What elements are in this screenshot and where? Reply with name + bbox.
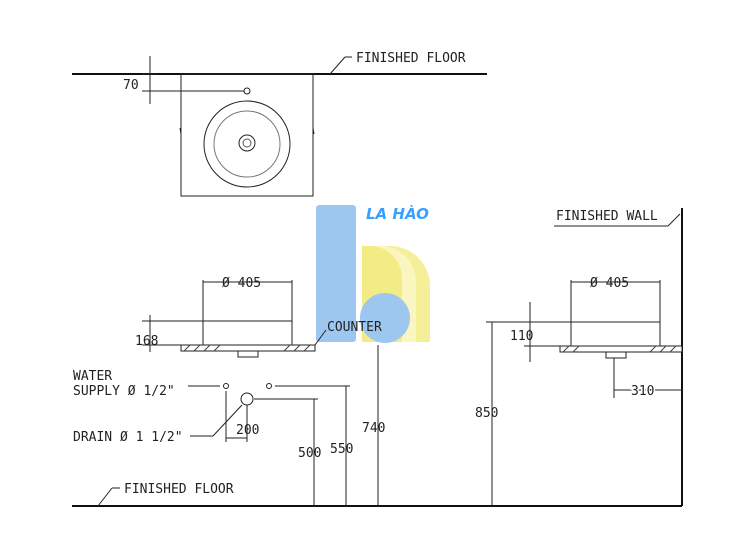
dim-405-side: Ø 405 [590, 276, 629, 291]
plan-view: FINISHED FLOOR 70 [72, 51, 487, 197]
basin-front-body [202, 320, 293, 346]
dim-740: 740 [362, 421, 385, 436]
tap-hole [243, 87, 251, 95]
drain-label: DRAIN Ø 1 1/2" [73, 430, 183, 445]
leader-finished-floor-top [329, 56, 346, 75]
dim-310: 310 [631, 384, 654, 399]
logo-bar-shape [316, 205, 356, 342]
counter-label: COUNTER [327, 320, 382, 335]
supply-point-left [223, 383, 229, 389]
side-elevation: FINISHED WALL Ø 405 110 310 850 [475, 208, 683, 506]
logo-text: LA HÀO [366, 204, 429, 223]
basin-drain-inner [242, 138, 252, 148]
bottom-floor: FINISHED FLOOR [72, 482, 682, 507]
front-elevation: Ø 405 168 COUNTER 200 WATER SUPPLY Ø 1/2… [73, 276, 385, 506]
finished-floor-top-label: FINISHED FLOOR [356, 51, 466, 66]
finished-wall-label: FINISHED WALL [556, 209, 658, 224]
dim-405-front: Ø 405 [222, 276, 261, 291]
dim-500: 500 [298, 446, 321, 461]
basin-outer-rim [203, 100, 291, 188]
dim-70: 70 [123, 78, 139, 93]
drain-outlet-side [605, 351, 627, 359]
drain-outlet-front [237, 350, 259, 358]
leader-counter [314, 329, 327, 346]
leader-finished-floor-bottom [97, 487, 113, 507]
water-supply-label-line2: SUPPLY Ø 1/2" [73, 384, 175, 399]
basin-drain-outer [238, 134, 256, 152]
water-supply-label-line1: WATER [73, 369, 112, 384]
basin-inner-rim [213, 110, 281, 178]
supply-point-right [266, 383, 272, 389]
plan-counter-outline [180, 73, 314, 197]
dim-110: 110 [510, 329, 533, 344]
dim-850: 850 [475, 406, 498, 421]
dim-550: 550 [330, 442, 353, 457]
leader-drain [212, 404, 243, 437]
dim-200: 200 [236, 423, 259, 438]
watermark-logo: LA HÀO [316, 204, 430, 343]
basin-side-body [570, 321, 661, 347]
drain-point [240, 392, 254, 406]
finished-floor-bottom-label: FINISHED FLOOR [124, 482, 234, 497]
dim-168: 168 [135, 334, 158, 349]
logo-circle [360, 293, 410, 343]
